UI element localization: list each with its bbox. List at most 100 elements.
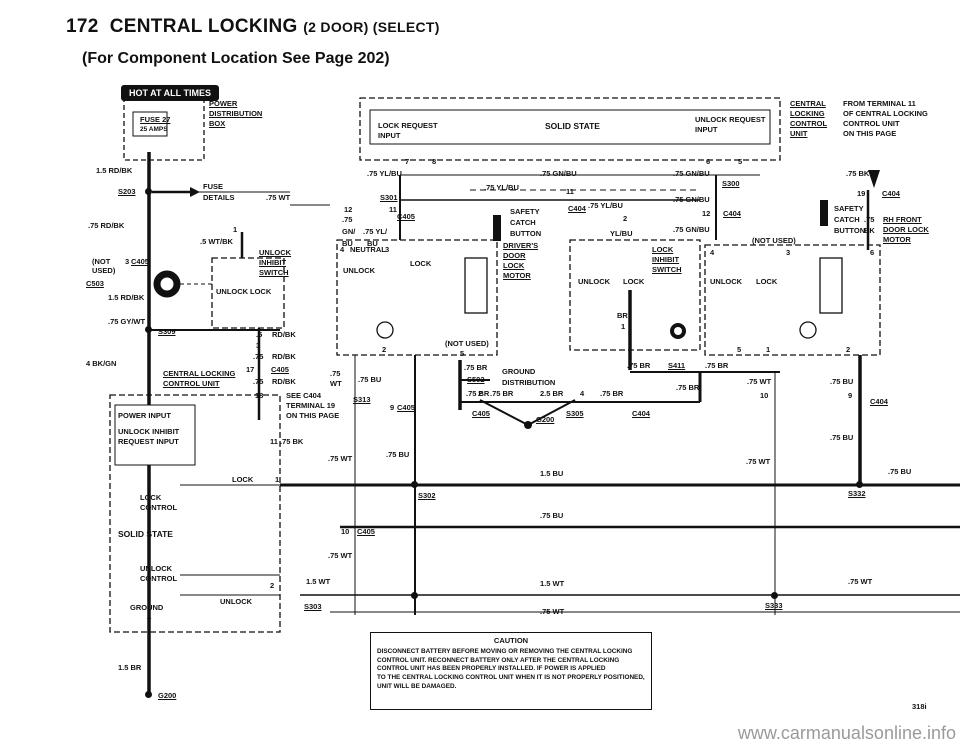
wire-color: RD/BK: [272, 377, 296, 386]
s203-splice: [145, 188, 152, 195]
distribution-label: DISTRIBUTION: [502, 378, 556, 387]
caution-line: DISCONNECT BATTERY BEFORE MOVING OR REMO…: [377, 648, 633, 656]
c405-label: C405: [357, 527, 375, 536]
drivers-safety-catch: [493, 215, 501, 241]
pin-label: 2: [478, 389, 483, 398]
wire-label: 2.5 BR: [540, 389, 564, 398]
wire-label: .75 WT: [747, 377, 772, 386]
lock-label: LOCK: [410, 259, 432, 268]
pin-label: 3: [385, 245, 390, 254]
wire-color: BU: [367, 239, 378, 248]
wire-label: .75 YL/BU: [588, 201, 623, 210]
c405-label: C405: [271, 365, 289, 374]
pin-label: 11: [270, 437, 278, 446]
page-number: 172: [66, 16, 99, 37]
c404-label: C404: [882, 189, 900, 198]
fuse-amps: 25 AMPS: [140, 126, 168, 133]
s333-label: S333: [765, 601, 783, 610]
wire-label: .75 BR: [464, 363, 488, 372]
caution-line: CONTROL UNIT HAS BEEN PROPERLY INSTALLED…: [377, 665, 606, 673]
catch-1: SAFETY: [510, 207, 540, 216]
not-used-label: (NOT USED): [445, 339, 489, 348]
from-4: ON THIS PAGE: [843, 129, 897, 138]
c405-label: C405: [131, 257, 149, 266]
lock-label: LOCK: [756, 277, 778, 286]
solid-state-label: SOLID STATE: [118, 529, 173, 539]
s305-label: S305: [566, 409, 584, 418]
top-ccu-box: [359, 97, 781, 161]
see-3: ON THIS PAGE: [286, 411, 340, 420]
s332-splice: [856, 481, 863, 488]
c404-label: C404: [632, 409, 650, 418]
catch-1: SAFETY: [834, 204, 864, 213]
wire-label: 4 BK/GN: [86, 359, 117, 368]
fuse-details-1: FUSE: [203, 182, 224, 191]
switch-name-2: INHIBIT: [259, 258, 287, 267]
watermark: www.carmanualsonline.info: [737, 723, 956, 743]
wire-label: .75 GN/BU: [540, 169, 577, 178]
wire-label: .5 WT/BK: [200, 237, 233, 246]
wire-label: .75 BU: [830, 433, 854, 442]
c405-label: C405: [397, 403, 415, 412]
inhibit-2: INHIBIT: [652, 255, 680, 264]
pin-label: 12: [344, 205, 353, 214]
pin-label: 3: [786, 248, 791, 257]
rh-safety-catch: [820, 200, 828, 226]
wire-label: .75 BR: [627, 361, 651, 370]
pin-label: 3: [125, 257, 130, 266]
unlock-inhibit-input-1: UNLOCK INHIBIT: [118, 427, 180, 436]
pin-label: 10: [341, 527, 350, 536]
hot-at-all-times-badge: HOT AT ALL TIMES: [121, 85, 219, 101]
c404-label: C404: [723, 209, 741, 218]
wire-label: 1.5 WT: [306, 577, 331, 586]
pin-label: 11: [566, 187, 574, 196]
wire-label: .75 YL/BU: [484, 183, 519, 192]
wire-label: .75: [330, 369, 341, 378]
unlock-request-1: UNLOCK REQUEST: [695, 115, 766, 124]
wire-label: WT: [330, 379, 342, 388]
wire-label: .75 BU: [386, 450, 410, 459]
c405-label: C405: [397, 212, 415, 221]
pin-label: 6: [870, 248, 875, 257]
pin-label: 1: [621, 322, 626, 331]
caution-line: CONTROL UNIT. RECONNECT BATTERY ONLY AFT…: [377, 656, 620, 664]
catch-3: BUTTON: [834, 226, 866, 235]
ccu-name-2: CONTROL UNIT: [163, 379, 220, 388]
wire-label: .75 BK: [846, 169, 870, 178]
s502-label: S502: [467, 375, 485, 384]
lock-request-1: LOCK REQUEST: [378, 121, 438, 130]
page-subtitle: (For Component Location See Page 202): [82, 50, 390, 67]
pin-label: 4: [580, 389, 585, 398]
pin-label: 8: [432, 157, 437, 166]
wire-label: .75 BK: [280, 437, 304, 446]
pin-label: 4: [710, 248, 715, 257]
power-label: POWER: [209, 99, 238, 108]
s411-label: S411: [668, 361, 686, 370]
wire-label: 1.5 RD/BK: [108, 293, 145, 302]
wire-label: .75 RD/BK: [88, 221, 125, 230]
catch-3: BUTTON: [510, 229, 542, 238]
fuse-27: [132, 111, 168, 137]
g200-ground: [145, 691, 152, 698]
s333-splice: [771, 592, 778, 599]
ref-1: CENTRAL: [790, 99, 826, 108]
pin-label: 1: [766, 345, 771, 354]
pin-label: 11: [389, 205, 397, 214]
fuse-wire-label: .75 WT: [266, 193, 291, 202]
caution-heading: CAUTION: [493, 636, 529, 645]
rh-door-box: [704, 244, 881, 356]
rh-motor-2: DOOR LOCK: [883, 225, 929, 234]
switch-name-1: UNLOCK: [259, 248, 292, 257]
from-1: FROM TERMINAL 11: [843, 99, 916, 108]
pin-label: 5: [738, 157, 743, 166]
motor-name-2: DOOR: [503, 251, 526, 260]
not-used-label: (NOT USED): [752, 236, 796, 245]
motor-name-3: LOCK: [503, 261, 525, 270]
unlock-inhibit-switch-box: [211, 257, 285, 329]
unlock-request-2: INPUT: [695, 125, 718, 134]
catch-2: CATCH: [834, 215, 860, 224]
s303-label: S303: [304, 602, 322, 611]
wire-label: BR: [617, 311, 628, 320]
s300-label: S300: [722, 179, 740, 188]
from-2: OF CENTRAL LOCKING: [843, 109, 928, 118]
